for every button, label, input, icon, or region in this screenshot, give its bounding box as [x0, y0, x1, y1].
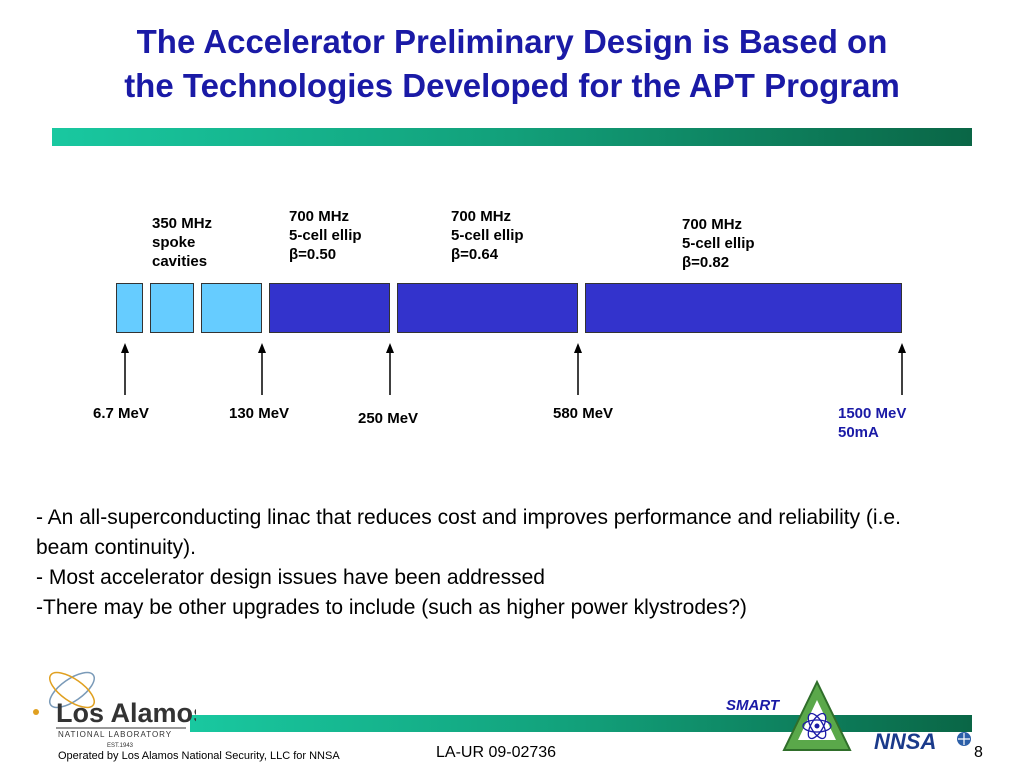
- arrow-up-icon: [258, 343, 266, 395]
- report-id: LA-UR 09-02736: [436, 744, 557, 761]
- energy-label-250: 250 MeV: [358, 410, 419, 427]
- bullet-item: - Most accelerator design issues have be…: [36, 566, 545, 589]
- energy-label-6-7: 6.7 MeV: [93, 405, 149, 422]
- svg-text:NNSA: NNSA: [874, 729, 936, 754]
- section-label-beta082: 700 MHz 5-cell ellip β=0.82: [682, 216, 755, 271]
- arrow-up-icon: [386, 343, 394, 395]
- energy-label-130: 130 MeV: [229, 405, 290, 422]
- energy-label-580: 580 MeV: [553, 405, 614, 422]
- los-alamos-logo: Los Alamos NATIONAL LABORATORY EST.1943: [33, 671, 196, 749]
- nnsa-logo: NNSA: [874, 729, 971, 754]
- arrow-up-icon: [574, 343, 582, 395]
- svg-text:SMART: SMART: [726, 697, 781, 714]
- slide-title: The Accelerator Preliminary Design is Ba…: [0, 20, 1024, 108]
- arrow-up-icon: [898, 343, 906, 395]
- title-line-1: The Accelerator Preliminary Design is Ba…: [136, 23, 888, 60]
- section-label-beta064: 700 MHz 5-cell ellip β=0.64: [451, 208, 524, 263]
- title-line-2: the Technologies Developed for the APT P…: [124, 67, 900, 104]
- operated-by-text: Operated by Los Alamos National Security…: [58, 750, 340, 762]
- spoke-cavity-segment-3: [201, 283, 262, 333]
- footer-bar: [190, 715, 972, 732]
- bullet-item: -There may be other upgrades to include …: [36, 596, 747, 619]
- section-label-beta050: 700 MHz 5-cell ellip β=0.50: [289, 208, 362, 263]
- smart-logo: SMART: [726, 679, 852, 751]
- bullet-item: - An all-superconducting linac that redu…: [36, 506, 901, 559]
- section-label-spoke: 350 MHz spoke cavities: [152, 215, 213, 270]
- svg-text:Los Alamos: Los Alamos: [56, 698, 196, 728]
- bullet-list: - An all-superconducting linac that redu…: [36, 503, 956, 623]
- ellip-beta050-segment: [269, 283, 390, 333]
- svg-text:NATIONAL LABORATORY: NATIONAL LABORATORY: [58, 730, 172, 739]
- spoke-cavity-segment-2: [150, 283, 194, 333]
- ellip-beta064-segment: [397, 283, 578, 333]
- page-number: 8: [974, 744, 983, 761]
- arrow-up-icon: [121, 343, 129, 395]
- svg-text:EST.1943: EST.1943: [107, 743, 134, 749]
- ellip-beta082-segment: [585, 283, 902, 333]
- spoke-cavity-segment-1: [116, 283, 143, 333]
- energy-label-1500: 1500 MeV 50mA: [838, 405, 907, 441]
- title-underline-bar: [52, 128, 972, 146]
